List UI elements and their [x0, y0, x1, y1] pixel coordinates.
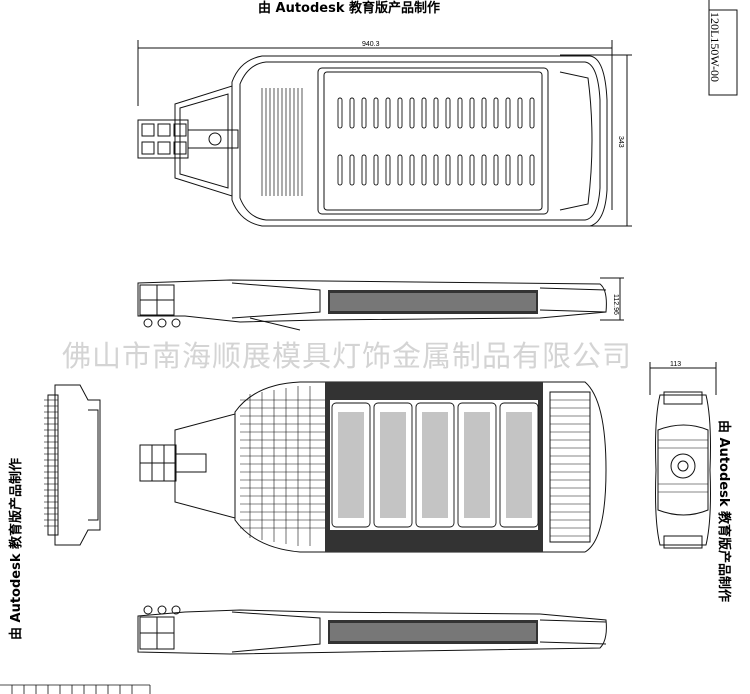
top-view — [137, 40, 632, 227]
right-end-view — [649, 362, 717, 549]
dim-height-label: 112.96 — [612, 294, 619, 315]
part-code-frame — [708, 9, 738, 96]
dim-depth-label: 343 — [617, 136, 624, 148]
title-block-fragment — [0, 684, 151, 694]
dim-width-label: 940.3 — [362, 41, 380, 48]
bottom-view — [139, 381, 607, 553]
left-end-view — [44, 384, 101, 546]
dim-end-width-label: 113 — [670, 361, 681, 368]
autodesk-stamp-top: 由 Autodesk 教育版产品制作 — [258, 1, 441, 16]
side-view-top — [137, 277, 624, 331]
company-watermark: 佛山市南海顺展模具灯饰金属制品有限公司 — [62, 339, 633, 373]
pole-socket-icon — [670, 453, 696, 479]
side-view-bottom — [137, 605, 607, 655]
bolt-icon — [208, 132, 222, 146]
